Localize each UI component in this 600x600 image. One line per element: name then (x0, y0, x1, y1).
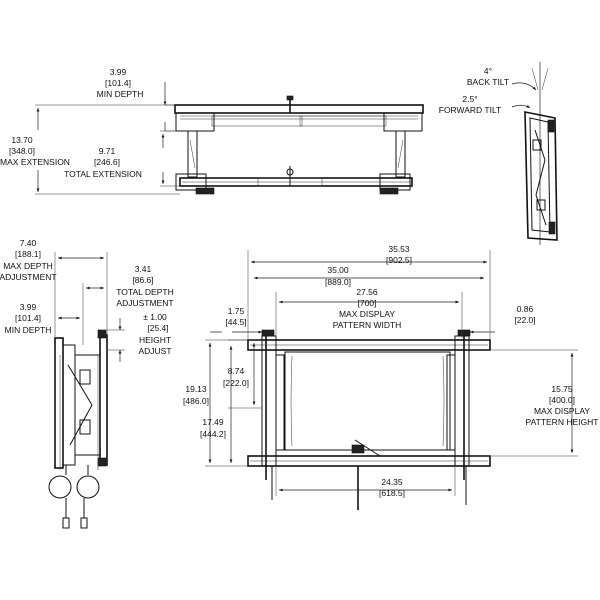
side-height-adjust-label2: ADJUST (138, 346, 171, 356)
front-pattern-height-label1: MAX DISPLAY (534, 406, 590, 416)
front-overall-height-mm: [486.0] (183, 396, 209, 406)
top-view-mount (174, 95, 424, 195)
top-total-extension-label: TOTAL EXTENSION (64, 169, 142, 179)
side-total-depth-label1: TOTAL DEPTH (116, 287, 173, 297)
front-height-1749-in: 17.49 (202, 417, 224, 427)
side-height-adjust-mm: [25.4] (147, 323, 168, 333)
side-total-depth-in: 3.41 (135, 264, 152, 274)
tilt-view: 4° BACK TILT 2.5° FORWARD TILT (439, 62, 558, 245)
side-max-depth-label2: ADJUSTMENT (0, 272, 57, 282)
front-frame-width-mm: [889.0] (325, 277, 351, 287)
top-total-extension-mm: [246.6] (94, 157, 120, 167)
side-min-depth-mm: [101.4] (15, 313, 41, 323)
front-pattern-height-label2: PATTERN HEIGHT (526, 417, 599, 427)
top-min-depth-in: 3.99 (110, 67, 127, 77)
front-overall-width-in: 35.53 (388, 244, 410, 254)
side-height-adjust-label1: HEIGHT (139, 335, 171, 345)
front-height-874-in: 8.74 (228, 366, 245, 376)
top-max-extension-in: 13.70 (11, 135, 33, 145)
back-tilt-label: BACK TILT (467, 77, 509, 87)
back-tilt-value: 4° (484, 66, 492, 76)
top-max-extension-label: MAX EXTENSION (0, 157, 70, 167)
front-right-offset-in: 0.86 (517, 304, 534, 314)
forward-tilt-label: FORWARD TILT (439, 105, 502, 115)
side-max-depth-mm: [188.1] (15, 249, 41, 259)
front-height-874-mm: [222.0] (223, 378, 249, 388)
front-frame-width-in: 35.00 (327, 265, 349, 275)
front-pattern-height-in: 15.75 (551, 384, 573, 394)
side-view-mount (48, 329, 108, 529)
front-view-mount (247, 329, 491, 510)
top-view: 3.99 [101.4] MIN DEPTH 13.70 [348.0] MAX… (0, 67, 424, 195)
front-left-offset-in: 1.75 (228, 306, 245, 316)
side-height-adjust-in: ± 1.00 (143, 312, 167, 322)
front-bottom-width-in: 24.35 (381, 477, 403, 487)
side-total-depth-mm: [86.6] (132, 275, 153, 285)
side-max-depth-in: 7.40 (20, 238, 37, 248)
front-overall-height-in: 19.13 (185, 384, 207, 394)
front-pattern-width-in: 27.56 (356, 287, 378, 297)
top-min-depth-mm: [101.4] (105, 78, 131, 88)
front-view: 35.53 [902.5] 35.00 [889.0] 27.56 [700] … (183, 244, 598, 510)
front-right-offset-mm: [22.0] (514, 315, 535, 325)
front-left-offset-mm: [44.5] (225, 317, 246, 327)
front-pattern-width-label2: PATTERN WIDTH (333, 320, 402, 330)
front-pattern-width-label1: MAX DISPLAY (339, 309, 395, 319)
side-view: 7.40 [188.1] MAX DEPTH ADJUSTMENT 3.41 [… (0, 238, 174, 529)
front-overall-width-mm: [902.5] (386, 255, 412, 265)
forward-tilt-value: 2.5° (462, 94, 477, 104)
front-pattern-height-mm: [400.0] (549, 395, 575, 405)
tilt-view-mount (524, 111, 558, 241)
front-bottom-width-mm: [618.5] (379, 488, 405, 498)
side-total-depth-label2: ADJUSTMENT (116, 298, 173, 308)
side-min-depth-in: 3.99 (20, 302, 37, 312)
top-max-extension-mm: [348.0] (9, 146, 35, 156)
side-max-depth-label1: MAX DEPTH (3, 261, 53, 271)
side-min-depth-label: MIN DEPTH (5, 325, 52, 335)
top-total-extension-in: 9.71 (99, 146, 116, 156)
top-min-depth-label: MIN DEPTH (97, 89, 144, 99)
front-height-1749-mm: [444.2] (200, 429, 226, 439)
front-pattern-width-mm: [700] (358, 298, 377, 308)
